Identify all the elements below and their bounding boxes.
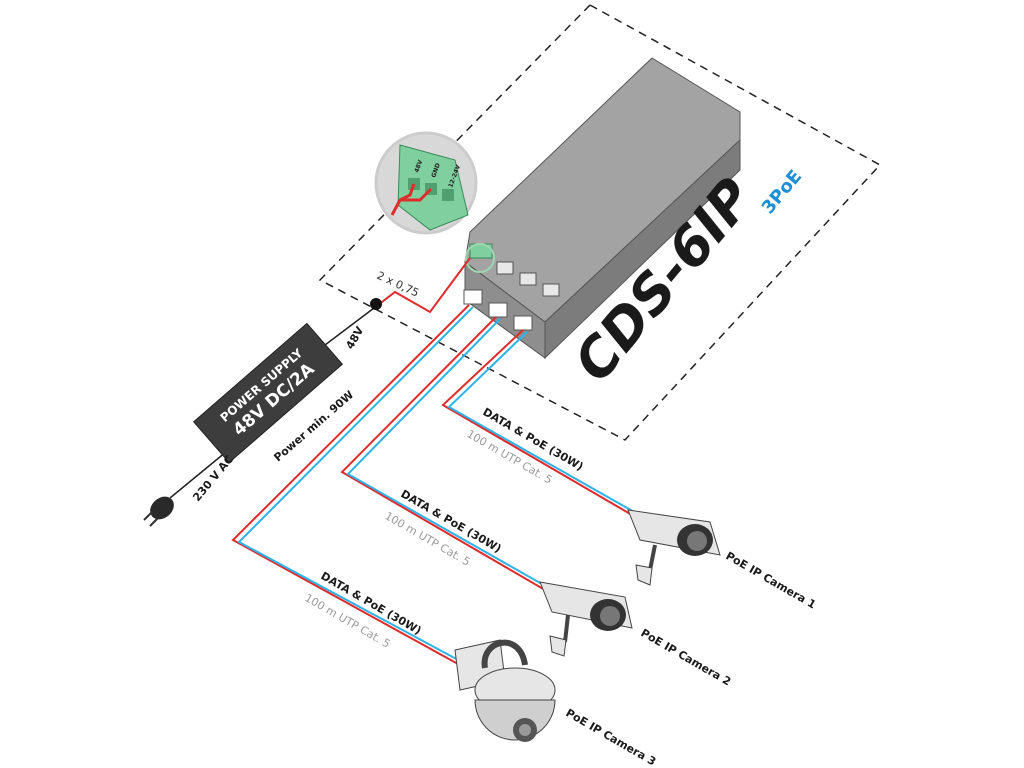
junction-dot xyxy=(370,298,382,310)
terminal-inset: 48V GND 12-24V xyxy=(374,131,478,235)
power-wire xyxy=(377,257,471,314)
camera-2-icon xyxy=(539,581,633,657)
switch-device xyxy=(463,57,741,360)
power-supply: POWER SUPPLY 48V DC/2A xyxy=(192,322,344,464)
psu-input-label: 230 V AC xyxy=(190,453,236,504)
camera-1-icon xyxy=(627,509,721,586)
camera-3-icon xyxy=(454,639,556,742)
wire-label: 2 x 0,75 xyxy=(375,269,421,300)
camera-1-label: PoE IP Camera 1 xyxy=(724,549,819,611)
cable-camera-3 xyxy=(231,304,474,665)
cable-camera-2 xyxy=(340,316,550,591)
terminal-label-gnd: GND xyxy=(430,162,442,178)
camera-2-label: PoE IP Camera 2 xyxy=(639,626,734,688)
plug-icon xyxy=(143,496,174,527)
rj45-port-top xyxy=(496,261,560,297)
terminal-label-48v: 48V xyxy=(413,159,424,174)
cable-camera-1 xyxy=(441,329,637,516)
camera-3-label: PoE IP Camera 3 xyxy=(564,706,659,768)
svg-text:3PoE: 3PoE xyxy=(758,166,806,218)
